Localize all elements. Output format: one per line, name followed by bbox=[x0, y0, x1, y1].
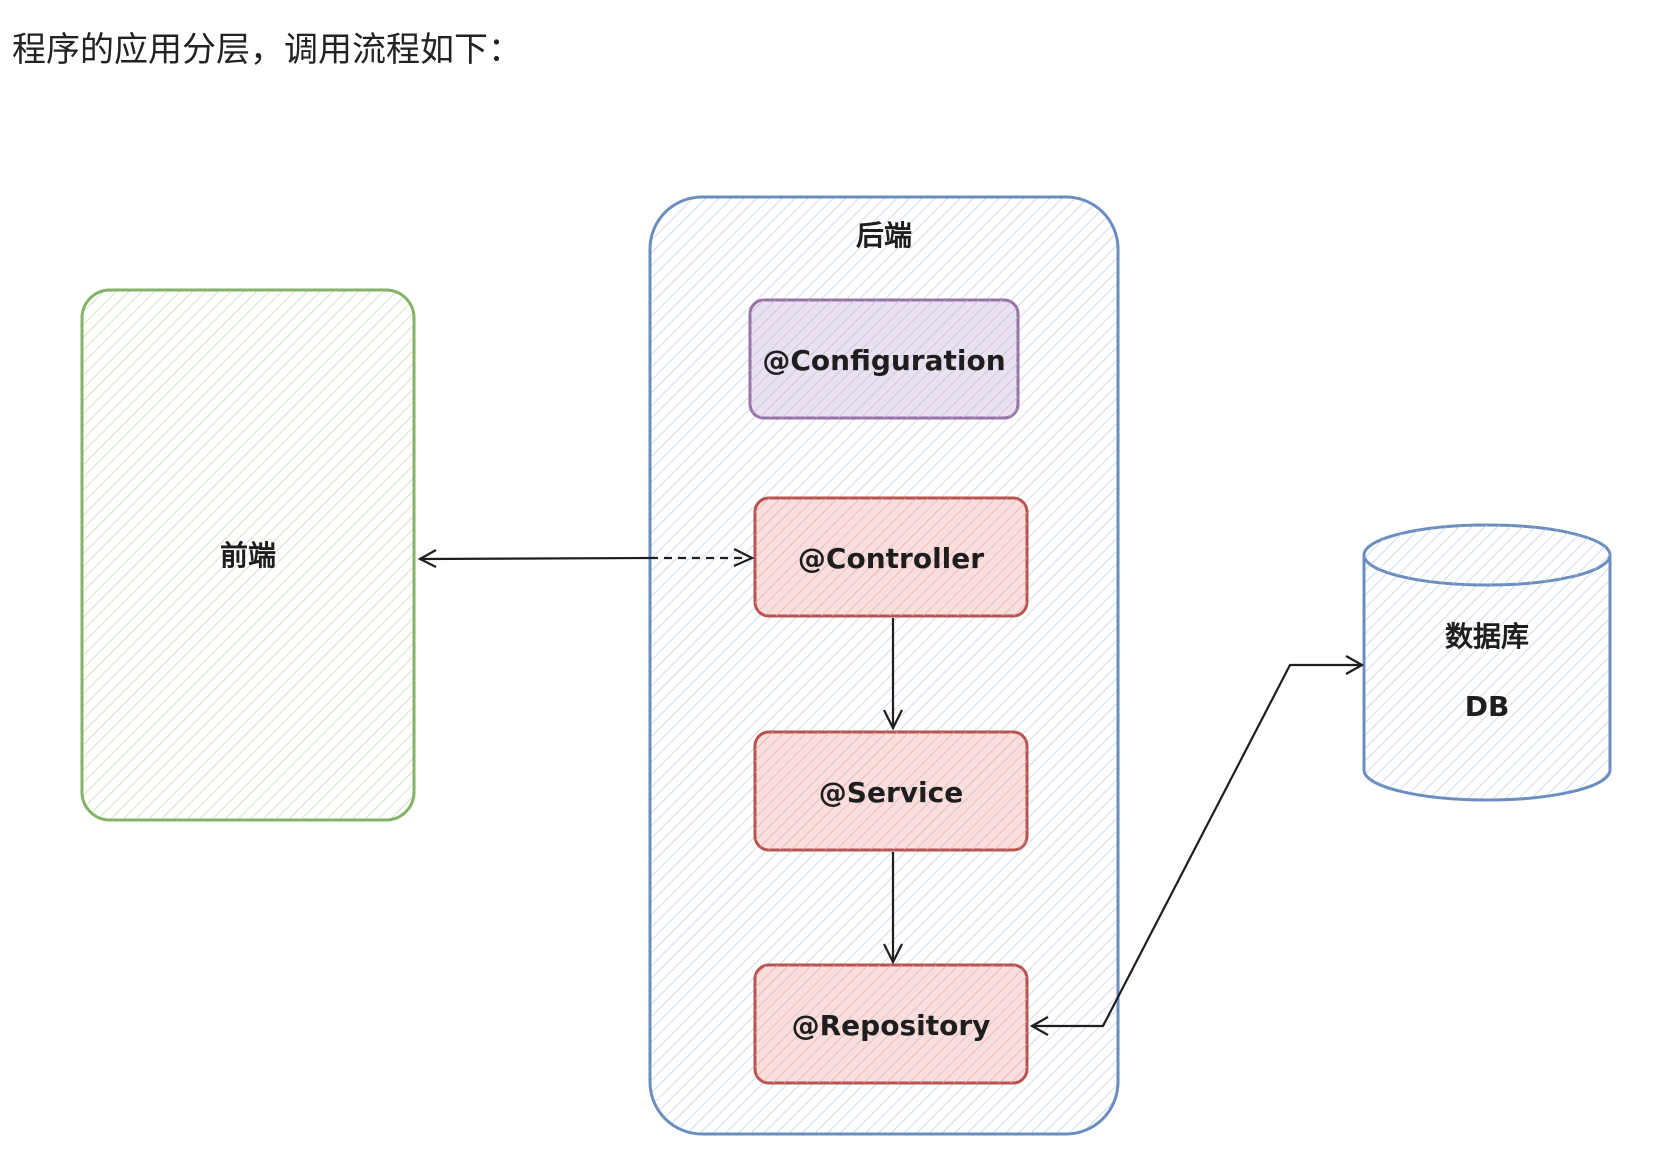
database-node: 数据库 DB bbox=[1362, 523, 1612, 802]
configuration-label: @Configuration bbox=[762, 344, 1005, 377]
backend-label: 后端 bbox=[856, 219, 912, 252]
database-label: 数据库 bbox=[1445, 620, 1529, 653]
intro-text: 程序的应用分层，调用流程如下： bbox=[12, 30, 522, 70]
repository-label: @Repository bbox=[792, 1009, 991, 1042]
database-sublabel: DB bbox=[1465, 690, 1510, 723]
frontend-node: 前端 bbox=[80, 288, 416, 822]
service-label: @Service bbox=[819, 776, 963, 809]
controller-node: @Controller bbox=[753, 496, 1029, 618]
edge-service-repository bbox=[883, 852, 903, 965]
edge-controller-service bbox=[883, 618, 903, 731]
service-node: @Service bbox=[753, 730, 1029, 852]
repository-node: @Repository bbox=[753, 963, 1029, 1085]
edge-frontend-controller bbox=[417, 548, 755, 568]
edge-repository-database bbox=[1029, 655, 1365, 1036]
controller-label: @Controller bbox=[798, 542, 984, 575]
frontend-label: 前端 bbox=[220, 539, 276, 572]
configuration-node: @Configuration bbox=[748, 298, 1020, 420]
backend-container: 后端 bbox=[648, 195, 1120, 1136]
